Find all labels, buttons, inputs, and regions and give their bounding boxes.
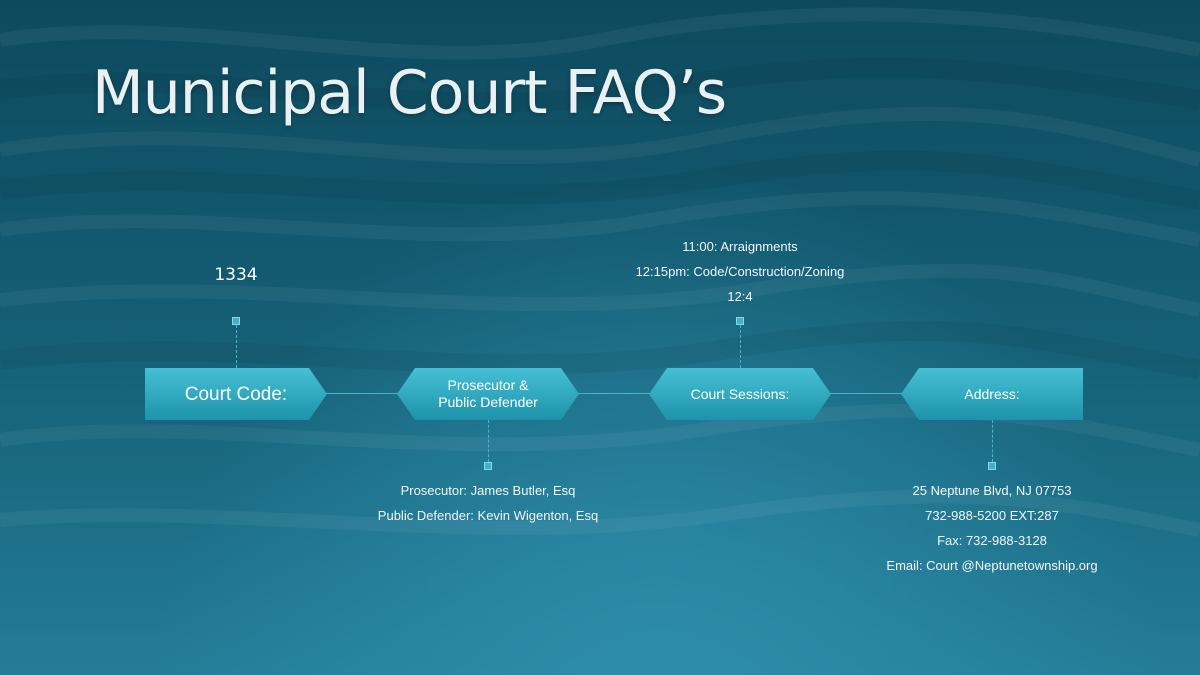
- prosecutor-defender-marker: [484, 462, 492, 470]
- public-defender-name: Public Defender: Kevin Wigenton, Esq: [377, 508, 599, 523]
- court-code-connector: [236, 325, 237, 368]
- prosecutor-defender-connector: [488, 420, 489, 462]
- prosecutor-defender-node: Prosecutor & Public Defender: [397, 368, 579, 420]
- address-phone: 732-988-5200 EXT:287: [925, 508, 1059, 523]
- court-sessions-node: Court Sessions:: [649, 368, 831, 420]
- page-title: Municipal Court FAQ’s: [92, 58, 727, 128]
- address-node: Address:: [901, 368, 1083, 420]
- court-sessions-info: 11:00: Arraignments 12:15pm: Code/Constr…: [590, 238, 890, 313]
- prosecutor-defender-label: Prosecutor & Public Defender: [397, 368, 579, 420]
- court-code-value: 1334: [214, 265, 258, 285]
- court-sessions-label: Court Sessions:: [690, 385, 790, 402]
- court-sessions-connector: [740, 325, 741, 368]
- session-partial: 12:4: [727, 289, 753, 304]
- court-code-node: Court Code:: [145, 368, 327, 420]
- address-street: 25 Neptune Blvd, NJ 07753: [912, 483, 1072, 498]
- court-sessions-marker: [736, 317, 744, 325]
- prosecutor-defender-label-line1: Prosecutor &: [447, 377, 529, 393]
- address-connector: [992, 420, 993, 462]
- timeline-connector-line: [320, 393, 920, 394]
- court-code-marker: [232, 317, 240, 325]
- session-code-construction: 12:15pm: Code/Construction/Zoning: [635, 264, 845, 279]
- prosecutor-name: Prosecutor: James Butler, Esq: [400, 483, 576, 498]
- address-fax: Fax: 732-988-3128: [937, 533, 1047, 548]
- address-email[interactable]: Email: Court @Neptunetownship.org: [886, 558, 1098, 573]
- session-arraignments: 11:00: Arraignments: [682, 239, 798, 254]
- court-code-label: Court Code:: [184, 383, 288, 405]
- address-label: Address:: [964, 385, 1020, 402]
- address-marker: [988, 462, 996, 470]
- address-info: 25 Neptune Blvd, NJ 07753 732-988-5200 E…: [856, 482, 1128, 582]
- prosecutor-defender-label-line2: Public Defender: [438, 394, 538, 410]
- prosecutor-defender-info: Prosecutor: James Butler, Esq Public Def…: [367, 482, 609, 532]
